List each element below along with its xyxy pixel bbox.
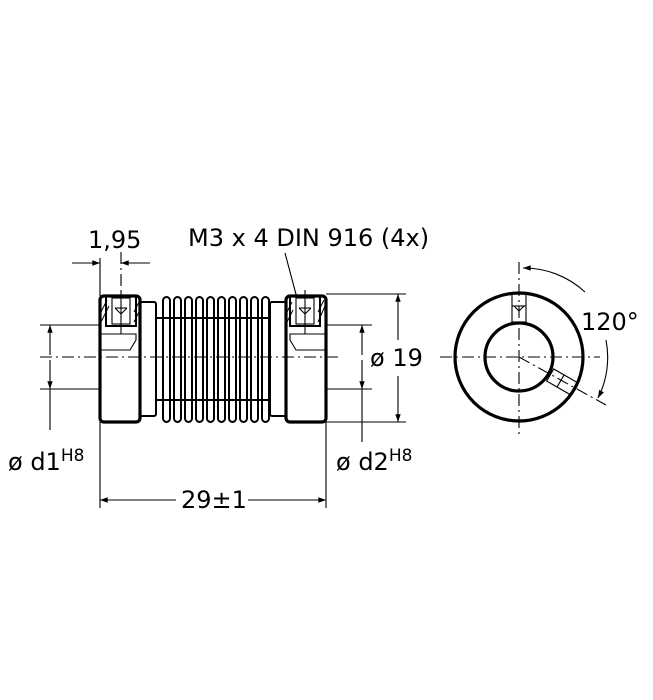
side-view: 1,95 M3 x 4 DIN 916 (4x) ø d1H8 ø d2H8 bbox=[8, 224, 429, 514]
left-hub bbox=[98, 290, 157, 424]
angle-label: 120° bbox=[581, 308, 639, 336]
screw-note-label: M3 x 4 DIN 916 (4x) bbox=[188, 224, 429, 252]
length-dimension: 29±1 bbox=[99, 422, 327, 514]
gap-dimension-label: 1,95 bbox=[88, 226, 141, 254]
screw-note: M3 x 4 DIN 916 (4x) bbox=[188, 224, 429, 299]
right-hub bbox=[269, 290, 328, 424]
bellows bbox=[156, 296, 270, 423]
gap-dimension: 1,95 bbox=[72, 226, 150, 296]
bore2-dimension: ø d2H8 bbox=[326, 324, 412, 476]
length-label: 29±1 bbox=[181, 486, 247, 514]
bore1-label: ø d1H8 bbox=[8, 446, 84, 476]
end-view: 120° bbox=[440, 262, 639, 436]
outer-diameter-label: ø 19 bbox=[370, 344, 423, 372]
bore1-dimension: ø d1H8 bbox=[8, 324, 100, 476]
outer-diameter-dimension: ø 19 bbox=[326, 293, 423, 423]
bore2-label: ø d2H8 bbox=[336, 446, 412, 476]
